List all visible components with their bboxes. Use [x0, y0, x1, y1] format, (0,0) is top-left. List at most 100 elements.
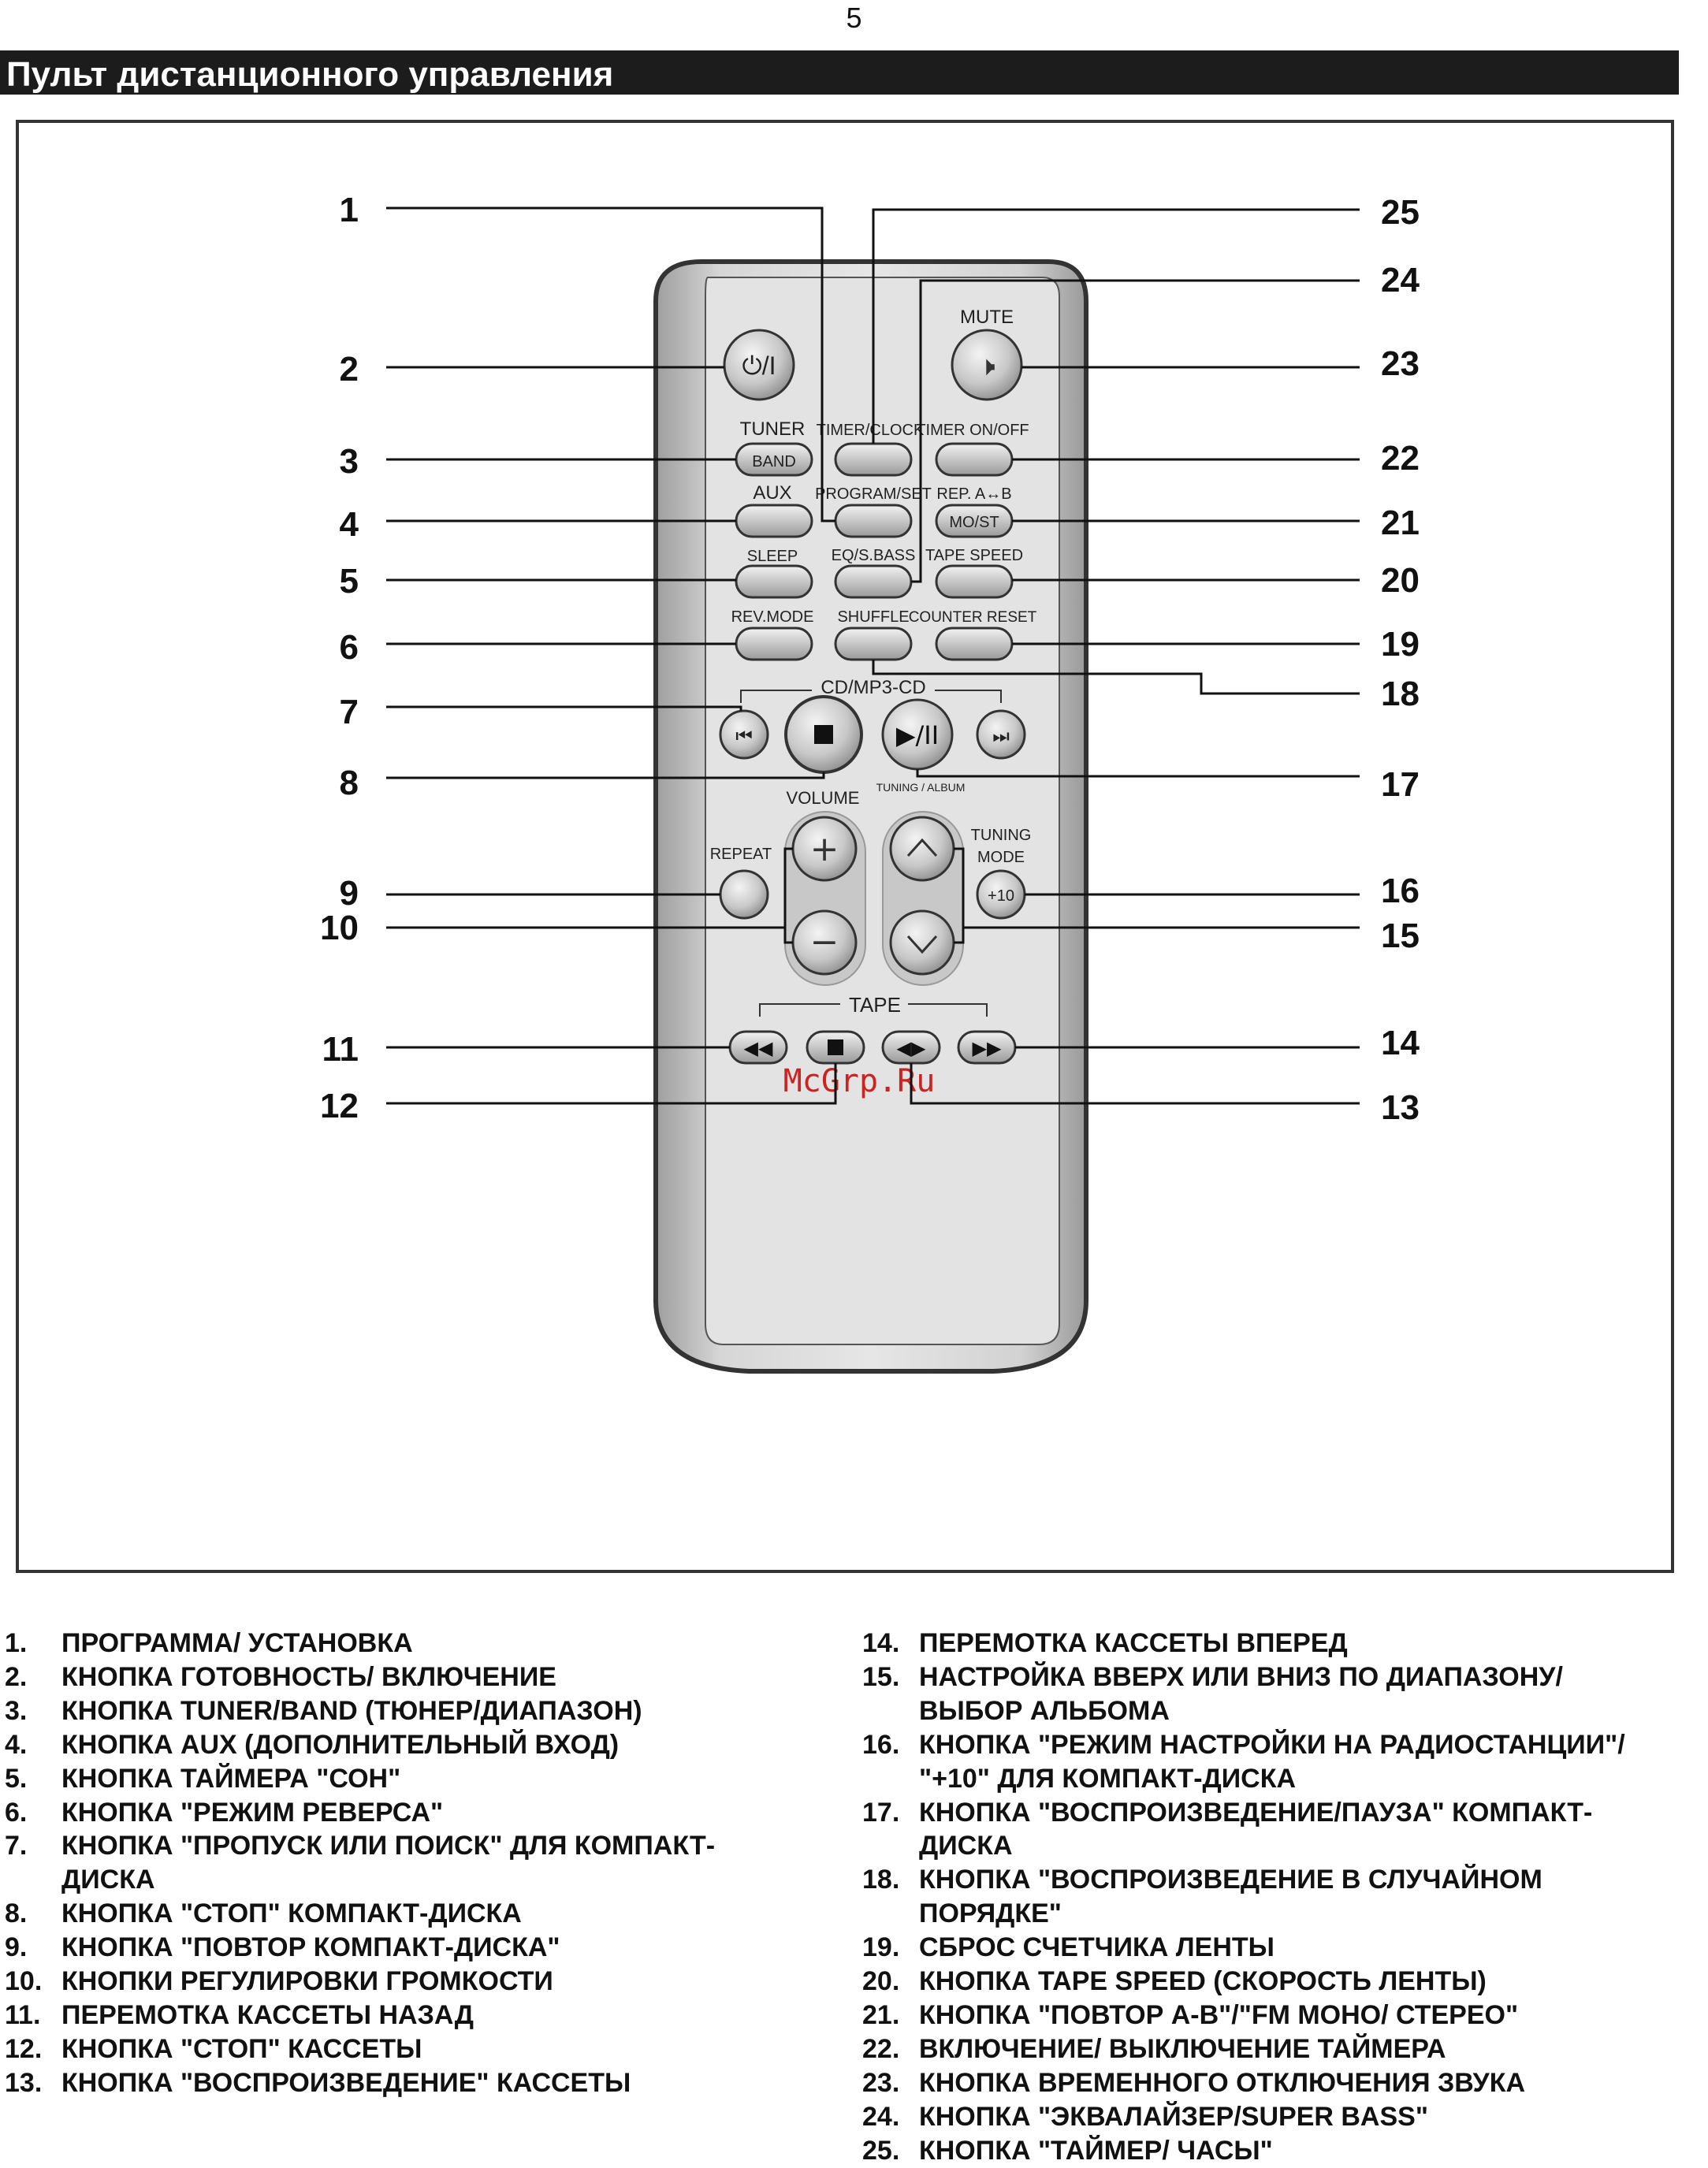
- cd-group-bracket: [740, 690, 1002, 703]
- callout-19: 19: [1381, 625, 1420, 664]
- legend-item-text: ПЕРЕМОТКА КАССЕТЫ ВПЕРЕД: [919, 1628, 1348, 1658]
- tuning-up-button[interactable]: [889, 816, 955, 882]
- legend-item: "+10" ДЛЯ КОМПАКТ-ДИСКА: [862, 1762, 1706, 1796]
- legend-item: 18.КНОПКА "ВОСПРОИЗВЕДЕНИЕ В СЛУЧАЙНОМ: [862, 1863, 1706, 1897]
- legend-item-text: КНОПКА "РЕЖИМ НАСТРОЙКИ НА РАДИОСТАНЦИИ"…: [919, 1729, 1625, 1760]
- legend-item-text: КНОПКА ГОТОВНОСТЬ/ ВКЛЮЧЕНИЕ: [61, 1661, 556, 1692]
- callout-2: 2: [340, 350, 359, 389]
- legend-item: ДИСКА: [862, 1829, 1706, 1863]
- fast-forward-icon: ▶▶: [973, 1037, 1002, 1059]
- plus-icon: +: [810, 829, 839, 869]
- legend-item: 5.КНОПКА ТАЙМЕРА "СОН": [5, 1762, 840, 1796]
- figure-frame: [16, 120, 1674, 1573]
- repeat-button[interactable]: [719, 869, 769, 920]
- legend-item: 2.КНОПКА ГОТОВНОСТЬ/ ВКЛЮЧЕНИЕ: [5, 1660, 840, 1694]
- legend-item-text: КНОПКА "ВОСПРОИЗВЕДЕНИЕ В СЛУЧАЙНОМ: [919, 1865, 1542, 1895]
- callout-15: 15: [1381, 917, 1420, 955]
- legend-item: 8.КНОПКА "СТОП" КОМПАКТ-ДИСКА: [5, 1897, 840, 1931]
- callout-6: 6: [340, 628, 359, 667]
- timer-onoff-label: TIMER ON/OFF: [916, 422, 1029, 439]
- legend-item-text: КНОПКА AUX (ДОПОЛНИТЕЛЬНЫЙ ВХОД): [61, 1729, 620, 1760]
- plus10-label: +10: [988, 887, 1014, 905]
- mute-button[interactable]: [951, 329, 1023, 401]
- aux-button[interactable]: [735, 504, 813, 538]
- timer-onoff-button[interactable]: [935, 442, 1014, 477]
- callout-7: 7: [340, 693, 359, 731]
- legend-item-number: 1.: [5, 1628, 28, 1658]
- legend-item-number: 13.: [5, 2067, 43, 2098]
- counter-reset-button[interactable]: [935, 627, 1014, 661]
- legend-item-number: [862, 1829, 919, 1863]
- legend-item-text: КНОПКА "РЕЖИМ РЕВЕРСА": [61, 1797, 444, 1828]
- legend-item-text: КНОПКА "ПРОПУСК ИЛИ ПОИСК" ДЛЯ КОМПАКТ-: [61, 1831, 716, 1861]
- legend-item: ДИСКА: [5, 1863, 840, 1897]
- legend-item-number: 24.: [862, 2101, 900, 2132]
- callout-11: 11: [322, 1030, 359, 1069]
- callout-12: 12: [320, 1087, 359, 1125]
- tape-group-label: TAPE: [849, 993, 901, 1017]
- legend-item-number: [862, 1762, 919, 1796]
- tuning-down-button[interactable]: [889, 909, 955, 976]
- legend-item-number: 20.: [862, 1966, 900, 1997]
- legend-item-number: 3.: [5, 1695, 28, 1726]
- shuffle-label: SHUFFLE: [837, 608, 909, 626]
- callout-14: 14: [1381, 1024, 1420, 1062]
- callout-8: 8: [340, 764, 359, 802]
- legend-item: 24.КНОПКА "ЭКВАЛАЙЗЕР/SUPER BASS": [862, 2100, 1706, 2134]
- watermark: McGrp.Ru: [783, 1063, 936, 1099]
- callout-numbers-left: 1 2 3 4 5 6 7 8 9 10 11 12: [320, 191, 359, 1125]
- legend-item-number: 25.: [862, 2135, 900, 2166]
- legend-item-text: КНОПКА ТАЙМЕРА "СОН": [61, 1763, 401, 1794]
- legend-item-number: 6.: [5, 1797, 28, 1828]
- legend-item-number: 16.: [862, 1729, 900, 1760]
- legend-item-number: 7.: [5, 1831, 28, 1861]
- cd-skip-back-button[interactable]: [719, 709, 769, 760]
- legend-item: 13. КНОПКА "ВОСПРОИЗВЕДЕНИЕ" КАССЕТЫ: [5, 2066, 840, 2100]
- sleep-button[interactable]: [735, 564, 813, 599]
- callout-18: 18: [1381, 675, 1420, 713]
- legend-item-number: 10.: [5, 1966, 43, 1997]
- rep-ab-label: REP. A↔B: [936, 485, 1011, 503]
- aux-label: AUX: [753, 482, 791, 504]
- shuffle-button[interactable]: [834, 627, 913, 661]
- legend-item: 21.КНОПКА "ПОВТОР A-B"/"FM МОНО/ СТЕРЕО": [862, 1999, 1706, 2032]
- legend-item-number: 21.: [862, 1999, 900, 2030]
- tuner-label: TUNER: [740, 418, 806, 440]
- legend-item: ПОРЯДКЕ": [862, 1897, 1706, 1931]
- callout-20: 20: [1381, 561, 1420, 600]
- play-bidirectional-icon: ◀▶: [897, 1037, 926, 1059]
- legend-item-number: 4.: [5, 1729, 28, 1760]
- legend-item-text: "+10" ДЛЯ КОМПАКТ-ДИСКА: [919, 1763, 1297, 1794]
- rev-mode-button[interactable]: [735, 627, 813, 661]
- eq-sbass-label: EQ/S.BASS: [832, 547, 916, 564]
- legend-item: 11.ПЕРЕМОТКА КАССЕТЫ НАЗАД: [5, 1999, 840, 2032]
- legend-item: 3.КНОПКА TUNER/BAND (ТЮНЕР/ДИАПАЗОН): [5, 1694, 840, 1728]
- legend-item: 7. КНОПКА "ПРОПУСК ИЛИ ПОИСК" ДЛЯ КОМПАКТ…: [5, 1829, 840, 1863]
- callout-16: 16: [1381, 872, 1420, 910]
- legend-item-text: КНОПКА "ВОСПРОИЗВЕДЕНИЕ" КАССЕТЫ: [61, 2067, 631, 2098]
- legend-item-number: 22.: [862, 2033, 900, 2064]
- legend-item: ВЫБОР АЛЬБОМА: [862, 1694, 1706, 1728]
- section-title-bar: Пульт дистанционного управления: [0, 50, 1679, 95]
- program-set-button[interactable]: [834, 504, 913, 538]
- callout-13: 13: [1381, 1088, 1420, 1127]
- callout-9: 9: [340, 874, 359, 913]
- tape-group-bracket: [759, 1003, 988, 1017]
- legend-item-number: 8.: [5, 1898, 28, 1929]
- leader-lines-left: [386, 206, 837, 1105]
- cd-skip-forward-button[interactable]: [976, 709, 1026, 760]
- page-number: 5: [846, 2, 862, 34]
- timer-clock-button[interactable]: [834, 442, 913, 477]
- legend-item-text: КНОПКА TAPE SPEED (СКОРОСТЬ ЛЕНТЫ): [919, 1966, 1487, 1997]
- legend-item-number: 19.: [862, 1932, 900, 1963]
- mo-st-button-label: MO/ST: [949, 514, 999, 531]
- program-set-label: PROGRAM/SET: [815, 485, 932, 503]
- tape-speed-button[interactable]: [935, 564, 1014, 599]
- power-button[interactable]: [723, 329, 795, 401]
- skip-forward-icon: ⏭: [992, 725, 1010, 747]
- eq-sbass-button[interactable]: [834, 564, 913, 599]
- legend-item: 20. КНОПКА TAPE SPEED (СКОРОСТЬ ЛЕНТЫ): [862, 1965, 1706, 1999]
- legend-item-number: 15.: [862, 1661, 900, 1692]
- legend-item-number: [862, 1897, 919, 1931]
